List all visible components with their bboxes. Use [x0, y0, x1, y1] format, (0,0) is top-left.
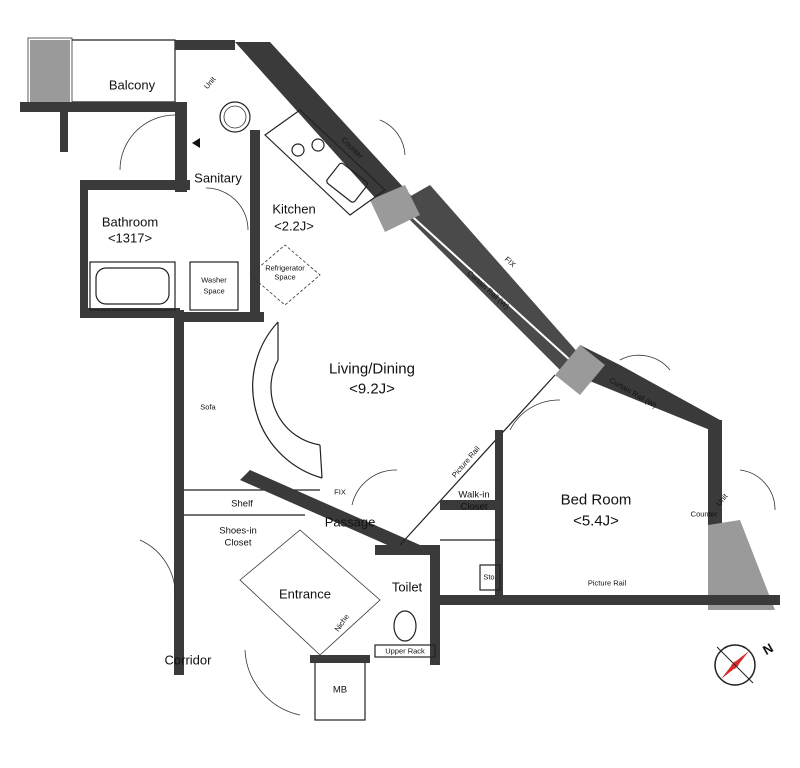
washer-space-box [189, 261, 239, 311]
bed-room-label: Bed Room [560, 491, 632, 509]
kitchen-counter [264, 109, 386, 216]
compass-icon [714, 644, 756, 686]
balcony-outline [72, 39, 176, 103]
door-arc-bedroom [509, 399, 561, 431]
sofa-outer [252, 321, 323, 479]
bathroom-size: <1317> [107, 230, 153, 246]
wall-bedroom-top [575, 345, 720, 430]
shoes-in-closet-label-1: Shoes-in [219, 525, 257, 537]
sanitary-sink-inner [223, 105, 247, 129]
wall-south [440, 595, 780, 605]
refrigerator-space-label-2: Space [274, 272, 296, 282]
door-arc-balcony [119, 114, 176, 171]
balcony-post [60, 112, 68, 152]
balcony-wall-top [175, 40, 235, 50]
corridor-label: Corridor [164, 652, 212, 668]
picture-rail-2-label: Picture Rail [587, 578, 627, 588]
refrigerator-space-box [249, 244, 321, 306]
sanitary-sink [219, 101, 251, 133]
wall-kitchen-left [250, 130, 260, 320]
wall-sanitary-left [175, 102, 187, 192]
sofa-inner [270, 359, 321, 446]
wall-passage-diagonal [240, 470, 420, 555]
balcony-unit-block [30, 40, 70, 102]
wall-bath-bottom [80, 308, 180, 318]
upper-rack-label: Upper Rack [385, 646, 425, 656]
bedroom-corner-block [708, 520, 775, 610]
wall-bedroom-diagonal [399, 374, 556, 546]
kitchen-label: Kitchen [272, 201, 316, 217]
toilet-bowl [393, 610, 417, 642]
sto-label: Sto. [483, 572, 497, 582]
sofa-label: Sofa [200, 402, 216, 412]
entrance-area [239, 529, 381, 656]
wall-washer-bottom [184, 312, 264, 322]
window-glass-line [404, 209, 571, 361]
living-dining-label: Living/Dining [329, 360, 415, 378]
door-arc-entrance [244, 649, 301, 716]
door-arc-bedroom-window [619, 354, 671, 371]
balcony-wall-bottom [20, 102, 180, 112]
bathroom-label: Bathroom [101, 214, 159, 230]
shelf-label: Shelf [231, 498, 253, 510]
wall-window-strip [395, 185, 580, 370]
bed-room-size: <5.4J> [573, 512, 619, 530]
wall-mb-top [310, 655, 370, 663]
stove-burner-1 [291, 143, 305, 157]
balcony-label: Balcony [108, 77, 156, 93]
entrance-label: Entrance [278, 586, 332, 602]
mb-label: MB [332, 684, 348, 696]
upper-rack [374, 644, 436, 658]
bathtub-inner [95, 267, 170, 305]
wall-toilet-top [375, 545, 435, 555]
door-arc-bed-window [739, 469, 776, 511]
walk-in-closet-label-1: Walk-in [458, 489, 490, 501]
door-arc-kitchen-window [379, 119, 406, 156]
wall-toilet-right [430, 545, 440, 665]
door-arc-passage [351, 469, 398, 506]
kitchen-sink [326, 162, 368, 203]
washer-space-label-2: Space [203, 286, 225, 296]
marker-triangle [192, 138, 200, 148]
counter-bed-label: Counter [690, 509, 718, 519]
wall-bath-top [80, 180, 190, 190]
pillar-east [555, 345, 605, 395]
door-arc-corridor [139, 539, 176, 601]
wall-closet [440, 500, 500, 510]
passage-label: Passage [324, 514, 376, 530]
washer-space-label-1: Washer [201, 275, 227, 285]
refrigerator-space-label-1: Refrigerator [265, 263, 305, 273]
door-arc-sanitary [205, 187, 249, 231]
wall-west [174, 310, 184, 675]
bathtub [89, 261, 176, 311]
toilet-label: Toilet [391, 579, 423, 595]
pillar-north [370, 185, 420, 232]
kitchen-size: <2.2J> [274, 218, 314, 234]
stove-burner-2 [311, 138, 325, 152]
shoes-in-closet-label-2: Closet [224, 537, 252, 549]
sanitary-label: Sanitary [194, 170, 242, 186]
walk-in-closet-label-2: Closet [460, 501, 488, 513]
storage-box [479, 564, 501, 591]
living-dining-size: <9.2J> [349, 380, 395, 398]
sofa-ends [277, 322, 323, 479]
fix-passage-label: FIX [334, 487, 346, 497]
wall-bath-left [80, 180, 88, 315]
wall-bedroom-left [495, 430, 503, 600]
